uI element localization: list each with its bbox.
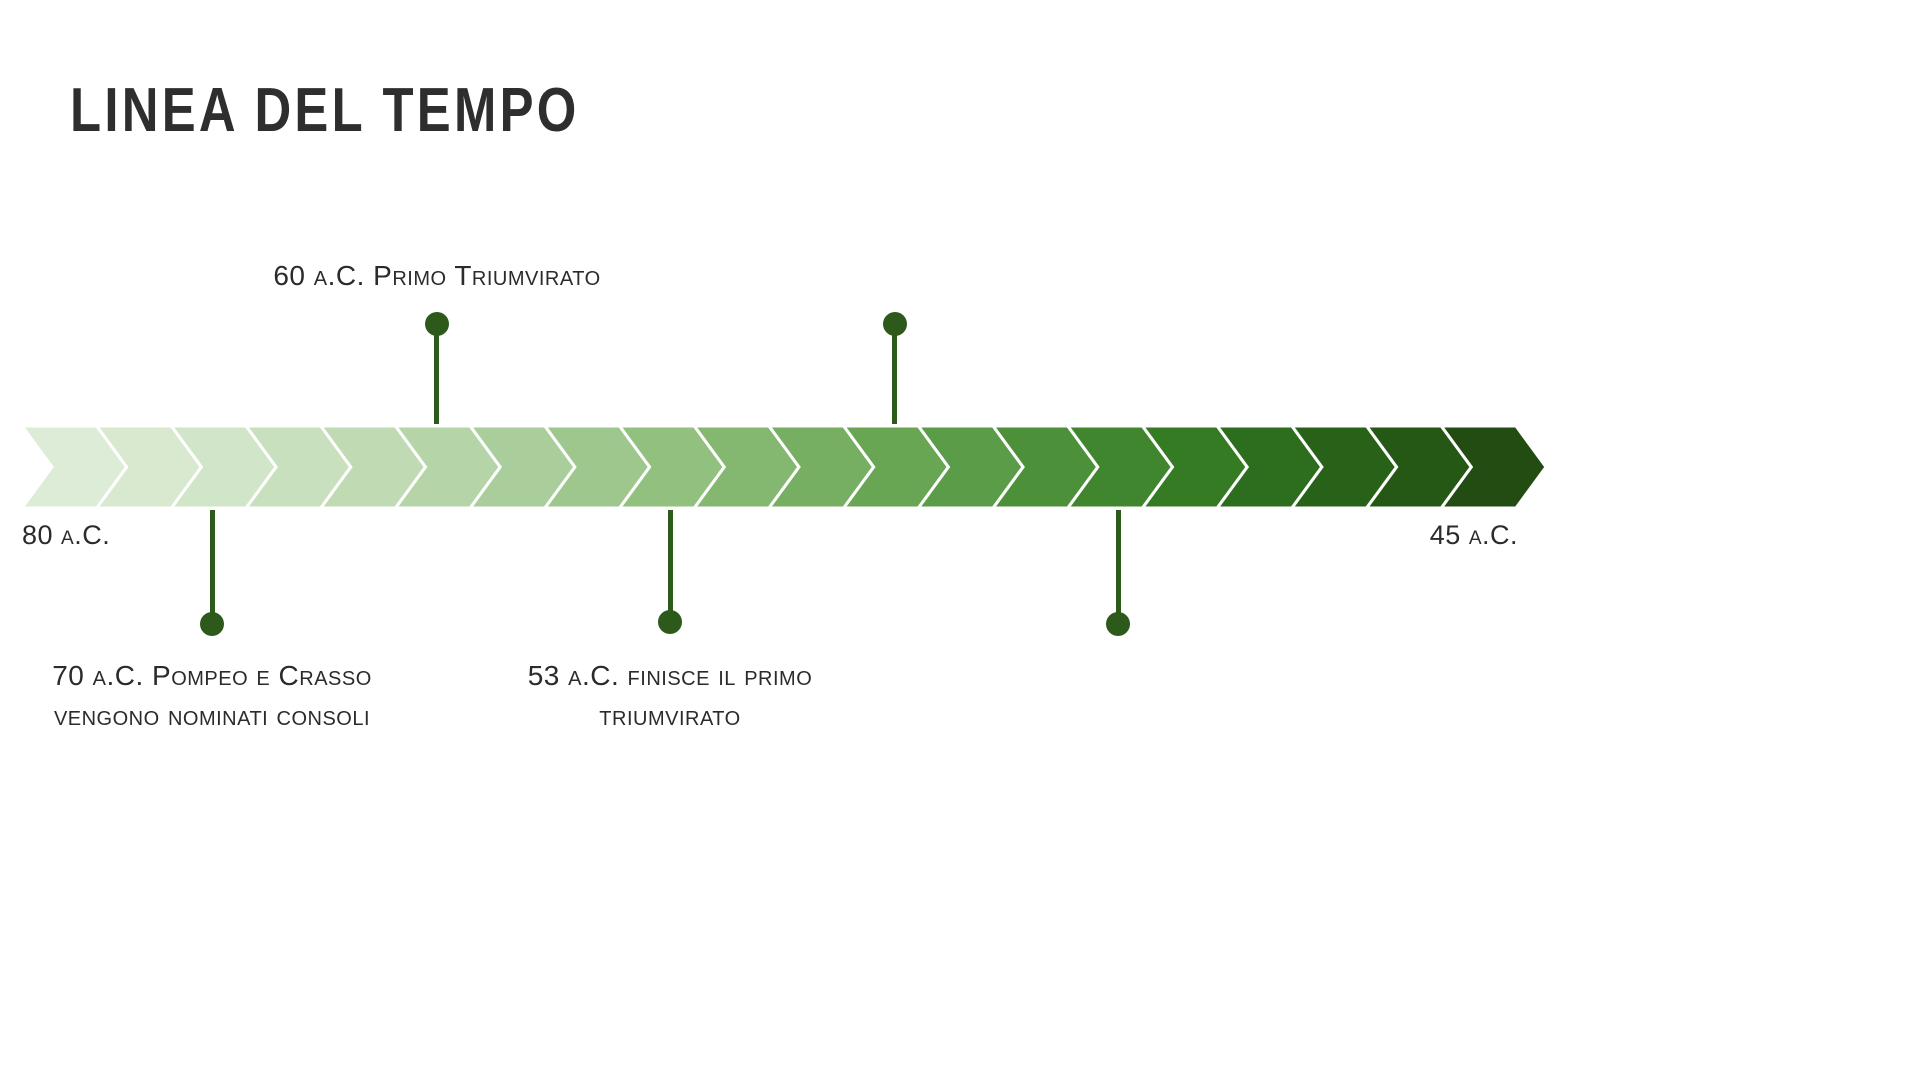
event-label-line: 53 a.C. finisce il primo	[527, 660, 813, 691]
event-marker-dot-53ac	[658, 610, 682, 634]
event-marker-dot-unlabeled-above	[883, 312, 907, 336]
event-marker-line-53ac	[668, 510, 673, 612]
event-marker-line-70ac	[210, 510, 215, 614]
page-title: LINEA DEL TEMPO	[70, 76, 580, 145]
event-label-line: triumvirato	[599, 700, 741, 731]
timeline-band-svg	[20, 424, 1548, 510]
timeline-chevron	[1438, 424, 1548, 510]
event-marker-dot-60ac	[425, 312, 449, 336]
event-marker-line-unlabeled-below	[1116, 510, 1121, 614]
timeline-start-label: 80 a.C.	[22, 520, 111, 550]
event-marker-line-60ac	[434, 324, 439, 424]
event-label-70ac-pompeo-crasso: 70 a.C. Pompeo e Crasso vengono nominati…	[12, 656, 412, 736]
timeline-end-label: 45 a.C.	[1429, 520, 1518, 550]
event-label-60ac-primo-triumvirato: 60 a.C. Primo Triumvirato	[273, 260, 601, 291]
event-marker-dot-70ac	[200, 612, 224, 636]
event-label-line: 70 a.C. Pompeo e Crasso	[52, 660, 372, 691]
event-label-53ac-fine-triumvirato: 53 a.C. finisce il primo triumvirato	[470, 656, 870, 736]
timeline-band	[20, 424, 1548, 510]
event-label-line: vengono nominati consoli	[53, 700, 371, 731]
event-marker-line-unlabeled-above	[892, 324, 897, 424]
event-marker-dot-unlabeled-below	[1106, 612, 1130, 636]
